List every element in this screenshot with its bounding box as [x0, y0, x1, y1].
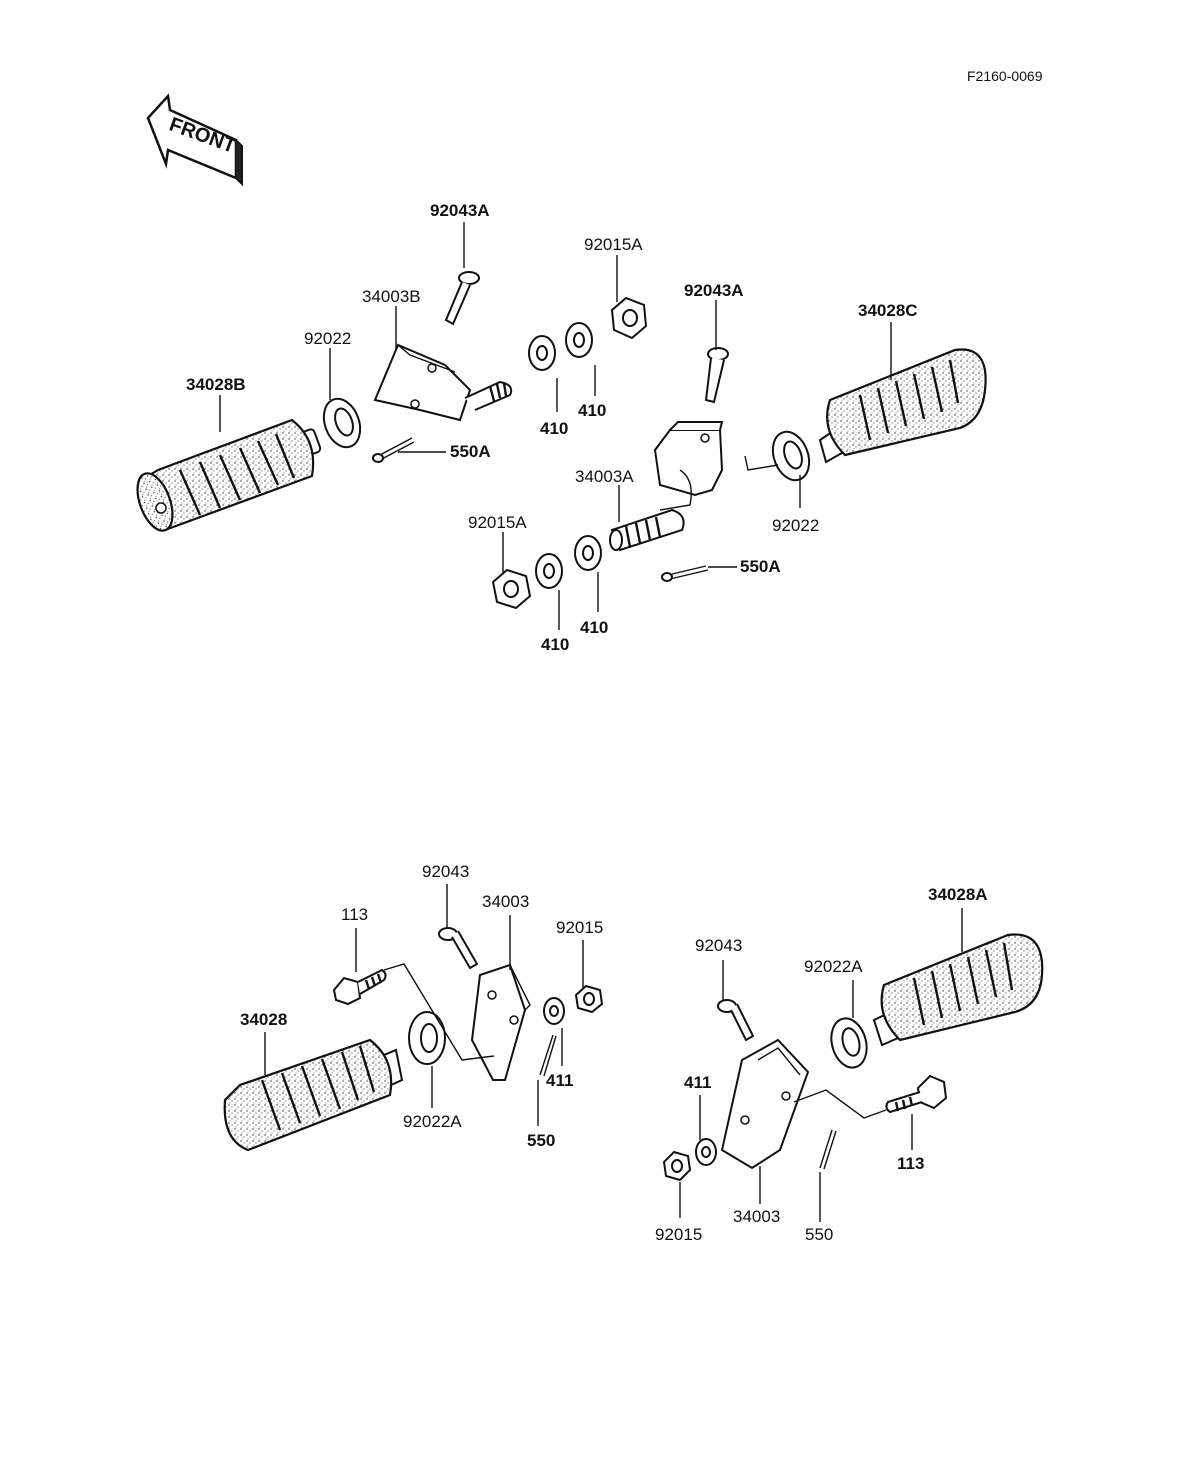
- label-92043A-upper-right: 92043A: [684, 281, 744, 300]
- upper-leader-lines: [219, 222, 892, 630]
- label-410-b2: 410: [580, 618, 608, 637]
- label-550-lower-left: 550: [527, 1131, 555, 1150]
- front-arrow: FRONT: [146, 93, 243, 187]
- label-410-a2: 410: [578, 401, 606, 420]
- lower-right-washer-92022A: [830, 1017, 868, 1069]
- lower-left-pin-92043: [438, 927, 479, 970]
- lower-left-nut-92015: [574, 984, 604, 1014]
- upper-right-cotter-550A: [661, 565, 709, 582]
- upper-washer-410-b1: [535, 553, 563, 589]
- upper-left-footpeg: [136, 418, 322, 532]
- upper-nut-92015A-a: [610, 296, 648, 340]
- lower-right-bolt-113: [885, 1074, 948, 1114]
- label-550A-upper-right: 550A: [740, 557, 781, 576]
- label-113-lower-right: 113: [897, 1154, 924, 1173]
- upper-right-holder-34003A: [609, 421, 724, 552]
- label-92043A-upper-left: 92043A: [430, 201, 490, 220]
- label-411-lower-left: 411: [546, 1071, 573, 1090]
- label-92015A-upper-a: 92015A: [584, 235, 643, 254]
- label-92043-lower-left: 92043: [422, 862, 469, 881]
- upper-right-footpeg-34028C: [818, 348, 987, 464]
- label-34028B: 34028B: [186, 375, 246, 394]
- upper-left-cotter-550A: [372, 437, 415, 463]
- lower-left-cotter-550: [539, 1034, 557, 1077]
- label-34028: 34028: [240, 1010, 287, 1029]
- label-92015-lower-right: 92015: [655, 1225, 702, 1244]
- lower-right-bracket-34003: [720, 1038, 810, 1170]
- lower-right-washer-411: [695, 1138, 717, 1166]
- upper-right-pin-92043A: [704, 347, 729, 404]
- lower-left-bolt-113: [332, 968, 387, 1006]
- upper-right-washer-92022: [771, 430, 811, 482]
- label-34003-lower-right: 34003: [733, 1207, 780, 1226]
- lower-right-cotter-550: [819, 1129, 837, 1170]
- label-113-lower-left: 113: [341, 905, 368, 924]
- label-410-b1: 410: [541, 635, 569, 654]
- upper-washer-410-a2: [565, 322, 593, 358]
- label-92022A-lower-left: 92022A: [403, 1112, 462, 1131]
- label-92022-upper-right: 92022: [772, 516, 819, 535]
- upper-left-holder-34003B: [373, 343, 513, 422]
- label-92015-lower-left: 92015: [556, 918, 603, 937]
- reference-code: F2160-0069: [967, 68, 1043, 84]
- label-92022-upper-left: 92022: [304, 329, 351, 348]
- label-34003B: 34003B: [362, 287, 421, 306]
- label-92015A-upper-b: 92015A: [468, 513, 527, 532]
- label-34003-lower-left: 34003: [482, 892, 529, 911]
- upper-nut-92015A-b: [491, 568, 532, 610]
- label-34028C: 34028C: [858, 301, 918, 320]
- lower-left-washer-92022A: [408, 1011, 446, 1065]
- upper-washer-410-a1: [528, 335, 556, 371]
- part-labels: 92043A 34003B 92022 34028B 550A 92015A 4…: [186, 201, 988, 1244]
- label-92022A-lower-right: 92022A: [804, 957, 863, 976]
- lower-left-footpeg-34028: [223, 1038, 404, 1152]
- label-34028A: 34028A: [928, 885, 988, 904]
- lower-leader-lines: [264, 884, 963, 1222]
- upper-left-washer-92022: [322, 397, 362, 449]
- lower-left-washer-411: [543, 997, 565, 1025]
- label-410-a1: 410: [540, 419, 568, 438]
- label-550A-upper-left: 550A: [450, 442, 491, 461]
- lower-right-nut-92015: [662, 1150, 692, 1182]
- upper-left-pin-92043A: [444, 271, 480, 326]
- lower-right-footpeg-34028A: [872, 933, 1044, 1047]
- lower-right-pin-92043: [717, 999, 755, 1042]
- lower-left-bracket-34003: [470, 963, 531, 1081]
- label-411-lower-right: 411: [684, 1073, 711, 1092]
- label-550-lower-right: 550: [805, 1225, 833, 1244]
- label-92043-lower-right: 92043: [695, 936, 742, 955]
- label-34003A: 34003A: [575, 467, 634, 486]
- upper-washer-410-b2: [574, 535, 602, 571]
